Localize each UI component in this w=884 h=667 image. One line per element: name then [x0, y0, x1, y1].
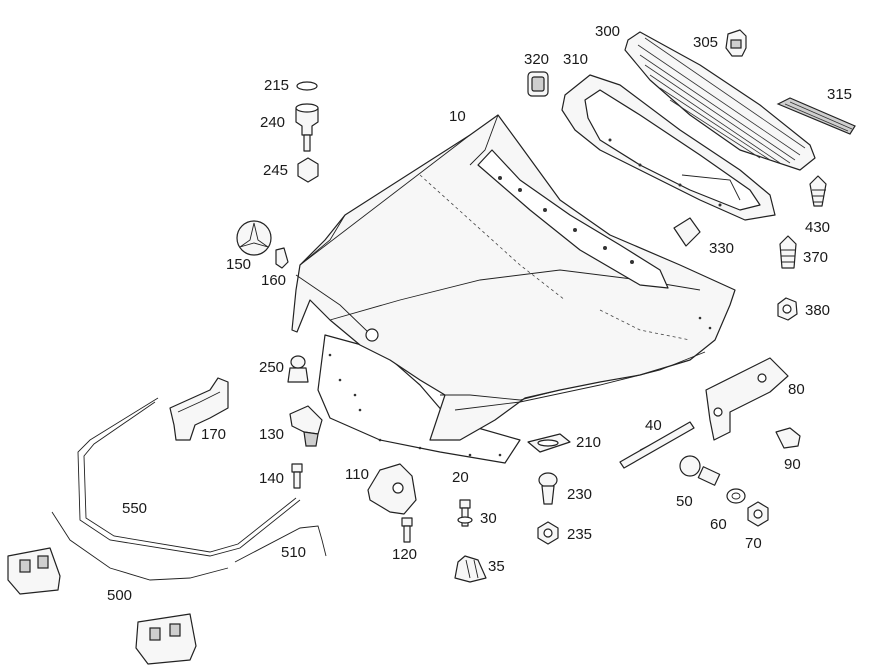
- part-label-305: 305: [693, 34, 719, 51]
- part-230-clip: [538, 472, 558, 505]
- part-70-nut: [747, 501, 769, 527]
- part-label-240: 240: [260, 114, 286, 131]
- part-label-210: 210: [576, 434, 602, 451]
- part-235-nut: [537, 521, 559, 545]
- part-240-buffer: [295, 103, 319, 152]
- part-label-60: 60: [710, 516, 727, 533]
- part-60-washer: [726, 488, 746, 504]
- part-label-170: 170: [201, 426, 227, 443]
- part-330-cover-plate: [673, 217, 701, 247]
- part-90-bolt: [775, 427, 801, 449]
- part-40-gas-strut: [619, 421, 695, 469]
- part-215-washer: [296, 81, 318, 91]
- part-370-screw: [779, 235, 797, 269]
- part-label-370: 370: [803, 249, 829, 266]
- part-label-235: 235: [567, 526, 593, 543]
- part-300-cowl-grille: [624, 31, 816, 171]
- part-140-bolt: [291, 463, 303, 489]
- part-label-150: 150: [226, 256, 252, 273]
- part-label-310: 310: [563, 51, 589, 68]
- part-label-300: 300: [595, 23, 621, 40]
- part-430-screw: [809, 175, 827, 207]
- part-label-320: 320: [524, 51, 550, 68]
- part-305-clip: [725, 29, 747, 57]
- part-500-release-cable: [51, 511, 229, 581]
- part-label-130: 130: [259, 426, 285, 443]
- part-500-latch-housing-upper: [7, 547, 61, 595]
- part-label-30: 30: [480, 510, 497, 527]
- part-310-cowl-panel: [561, 74, 776, 221]
- part-label-70: 70: [745, 535, 762, 552]
- part-label-120: 120: [392, 546, 418, 563]
- part-380-nut: [777, 297, 798, 321]
- part-label-380: 380: [805, 302, 831, 319]
- part-510-release-cable: [234, 525, 327, 563]
- part-110-hood-lock: [367, 463, 417, 515]
- part-320-cap: [527, 71, 549, 97]
- part-10-engine-hood: [291, 114, 736, 441]
- part-245-nut: [297, 157, 319, 183]
- part-50-ball-stud: [679, 455, 721, 486]
- part-label-550: 550: [122, 500, 148, 517]
- part-label-140: 140: [259, 470, 285, 487]
- part-210-grommet: [527, 433, 571, 453]
- part-30-bolt: [457, 499, 473, 527]
- part-label-35: 35: [488, 558, 505, 575]
- part-label-330: 330: [709, 240, 735, 257]
- part-label-500: 500: [107, 587, 133, 604]
- part-label-20: 20: [452, 469, 469, 486]
- part-label-510: 510: [281, 544, 307, 561]
- part-label-215: 215: [264, 77, 290, 94]
- part-label-80: 80: [788, 381, 805, 398]
- part-label-40: 40: [645, 417, 662, 434]
- part-label-160: 160: [261, 272, 287, 289]
- part-550-hood-seal: [77, 397, 301, 557]
- part-label-245: 245: [263, 162, 289, 179]
- part-35-release-grip: [454, 555, 487, 583]
- part-160-emblem-mount: [275, 247, 289, 269]
- part-170-hood-catch: [169, 377, 229, 441]
- part-label-110: 110: [345, 466, 369, 483]
- part-label-315: 315: [827, 86, 853, 103]
- part-label-430: 430: [805, 219, 831, 236]
- part-80-hinge: [705, 357, 789, 441]
- part-150-star-emblem: [236, 220, 272, 256]
- part-label-50: 50: [676, 493, 693, 510]
- part-315-seal-strip: [776, 97, 856, 135]
- part-500-latch-housing-lower: [135, 613, 197, 665]
- part-label-90: 90: [784, 456, 801, 473]
- part-label-10: 10: [449, 108, 466, 125]
- part-130-bracket: [289, 405, 323, 447]
- part-label-230: 230: [567, 486, 593, 503]
- part-label-250: 250: [259, 359, 285, 376]
- part-120-bolt: [401, 517, 413, 543]
- part-250-stopper: [287, 355, 309, 383]
